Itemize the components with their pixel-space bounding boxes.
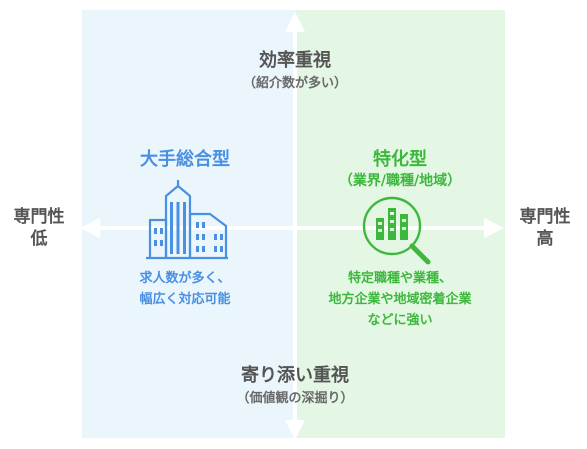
right-axis-line2: 高: [536, 229, 554, 249]
top-subtitle: （紹介数が多い）: [242, 76, 347, 91]
left-desc-line1: 求人数が多く、: [139, 271, 231, 286]
bottom-arrow-head: [285, 420, 305, 440]
right-axis-line1: 専門性: [519, 207, 571, 227]
right-desc-line2: 地方企業や地域密着企業: [328, 292, 472, 307]
left-quadrant-title: 大手総合型: [140, 149, 230, 170]
right-desc-line1: 特定職種や業種、: [347, 271, 452, 286]
top-arrow-head: [285, 12, 305, 32]
right-arrow-head: [484, 218, 504, 238]
top-title: 効率重視: [259, 50, 331, 71]
right-quadrant-title: 特化型: [373, 149, 427, 170]
right-axis-label: 専門性 高: [510, 206, 580, 250]
right-quadrant-desc: 特定職種や業種、 地方企業や地域密着企業 などに強い: [300, 268, 500, 331]
left-axis-label: 専門性 低: [4, 206, 74, 250]
left-arrow-head: [80, 218, 100, 238]
magnifier-building-icon: [362, 196, 431, 265]
left-quadrant-desc: 求人数が多く、 幅広く対応可能: [100, 268, 270, 310]
bottom-subtitle: （価値観の深掘り）: [236, 391, 354, 406]
left-desc-line2: 幅広く対応可能: [139, 292, 231, 307]
left-axis-line2: 低: [30, 229, 48, 249]
bottom-title: 寄り添い重視: [241, 365, 349, 386]
right-quadrant-subtitle: （業界/職種/地域）: [338, 173, 462, 189]
building-icon: [146, 180, 228, 260]
left-quadrant-panel: [82, 10, 295, 438]
left-axis-line1: 専門性: [13, 207, 65, 227]
right-desc-line3: などに強い: [367, 313, 433, 328]
